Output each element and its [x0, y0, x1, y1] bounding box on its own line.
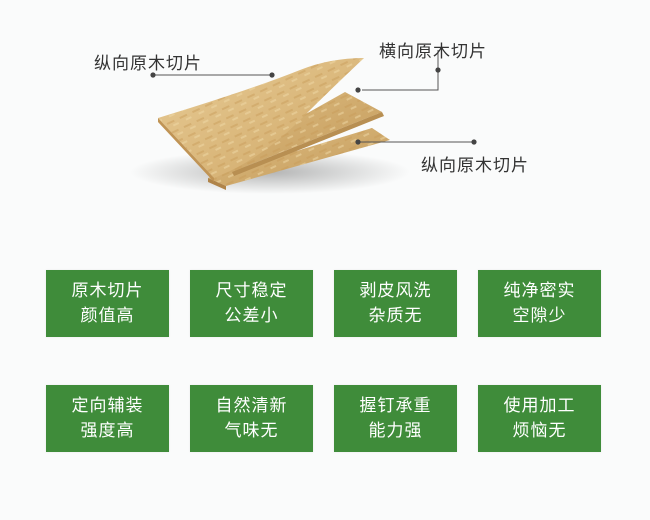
- feature-card: 尺寸稳定 公差小: [190, 270, 313, 337]
- feature-line1: 原木切片: [71, 280, 144, 301]
- callout-longitudinal-bottom: 纵向原木切片: [421, 156, 529, 176]
- feature-line1: 握钉承重: [359, 395, 432, 416]
- feature-card: 使用加工 烦恼无: [478, 385, 601, 452]
- feature-line1: 定向辅装: [71, 395, 144, 416]
- feature-card: 剥皮风洗 杂质无: [334, 270, 457, 337]
- feature-line2: 强度高: [80, 420, 135, 441]
- callout-lines: [153, 50, 474, 143]
- feature-card: 纯净密实 空隙少: [478, 270, 601, 337]
- feature-card: 握钉承重 能力强: [334, 385, 457, 452]
- feature-line2: 空隙少: [512, 305, 567, 326]
- feature-line2: 杂质无: [368, 305, 423, 326]
- osb-boards-illustration: [130, 50, 477, 194]
- feature-line1: 纯净密实: [503, 280, 576, 301]
- osb-board-diagram: 纵向原木切片 横向原木切片 纵向原木切片: [0, 0, 650, 230]
- feature-line2: 颜值高: [80, 305, 135, 326]
- callout-longitudinal-top: 纵向原木切片: [94, 54, 202, 74]
- feature-line1: 自然清新: [215, 395, 288, 416]
- feature-card: 自然清新 气味无: [190, 385, 313, 452]
- feature-line1: 剥皮风洗: [359, 280, 432, 301]
- feature-card: 原木切片 颜值高: [46, 270, 169, 337]
- feature-line2: 能力强: [368, 420, 423, 441]
- feature-line2: 公差小: [224, 305, 279, 326]
- feature-card: 定向辅装 强度高: [46, 385, 169, 452]
- callout-dots: [150, 67, 477, 145]
- feature-line1: 使用加工: [503, 395, 576, 416]
- feature-line2: 烦恼无: [512, 420, 567, 441]
- feature-line1: 尺寸稳定: [215, 280, 288, 301]
- feature-line2: 气味无: [224, 420, 279, 441]
- callout-transverse: 横向原木切片: [379, 42, 487, 62]
